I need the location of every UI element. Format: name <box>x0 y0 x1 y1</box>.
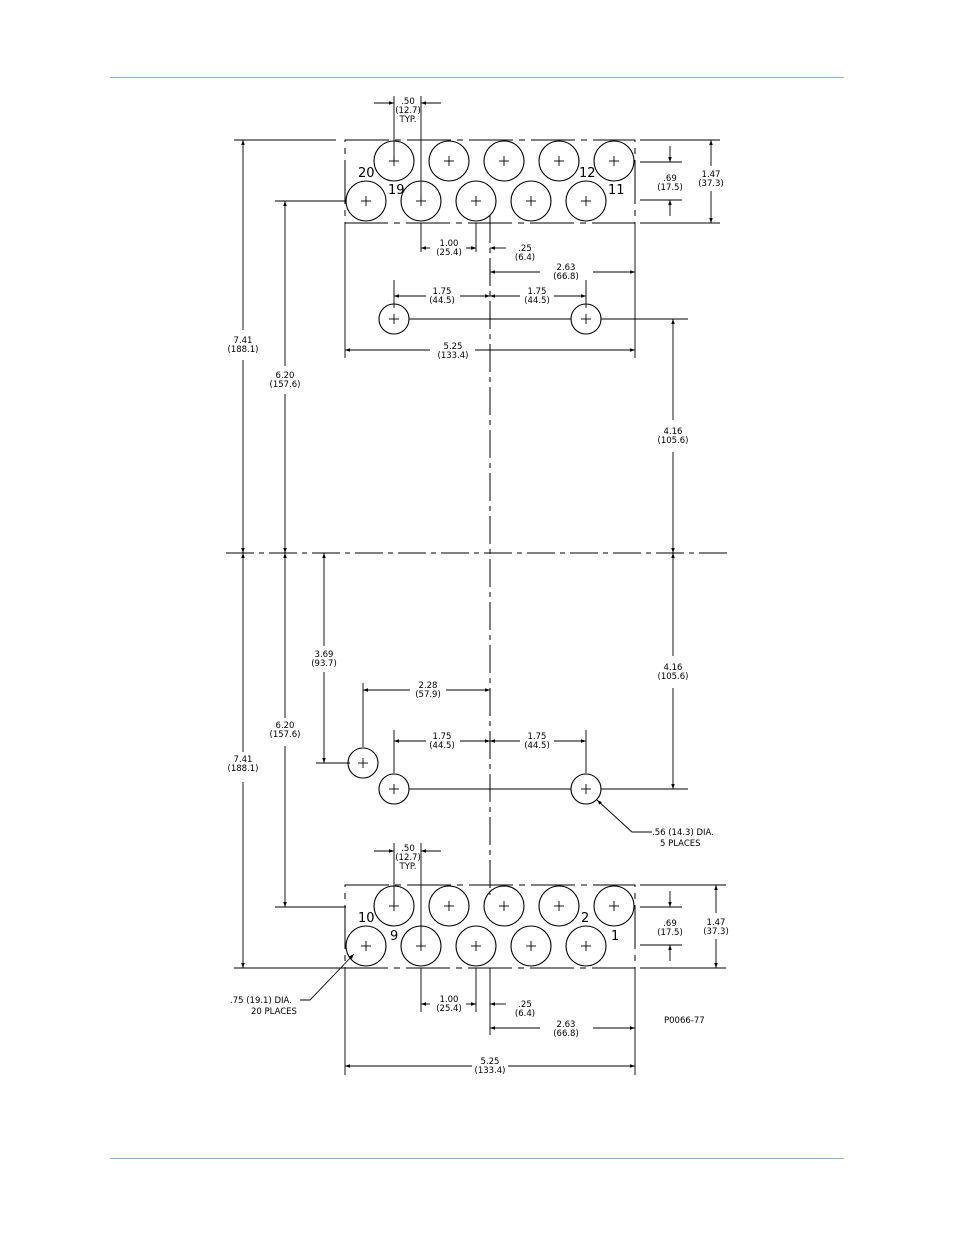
top-terminal-lower-1 <box>345 180 387 222</box>
top-half-width-mm: (66.8) <box>553 272 579 282</box>
total-top-dim: 7.41 <box>234 336 253 346</box>
bottom-mount-holes: 1.75 (44.5) 1.75 (44.5) .56 (14.3) DIA. … <box>347 730 714 849</box>
terminal-label-20: 20 <box>358 166 375 181</box>
terminal-hole-note-line2: 20 PLACES <box>251 1007 297 1017</box>
top-terminal-upper-4 <box>538 140 580 182</box>
bottom-height-mm: (37.3) <box>703 927 729 937</box>
bottom-hole-left-dim: 1.75 <box>433 732 452 742</box>
terminal-label-12: 12 <box>579 166 596 181</box>
terminal-label-9: 9 <box>390 929 398 944</box>
bottom-terminal-block: 10 9 2 1 .50 (12.7) TYP. .69 (17.5) 1.47… <box>230 843 729 1076</box>
terminal-label-19: 19 <box>388 183 405 198</box>
top-row-offset-dim: .69 <box>663 174 677 184</box>
hole-bottom-dim: 4.16 <box>664 663 683 673</box>
bottom-height-dim: 1.47 <box>707 918 726 928</box>
terminal-label-11: 11 <box>608 183 625 198</box>
terminal-label-10: 10 <box>358 911 375 926</box>
top-width-dim: 5.25 <box>444 342 463 352</box>
bottom-terminal-upper-5 <box>593 885 635 927</box>
bottom-mount-hole-left <box>378 773 410 805</box>
hole-top-dim: 4.16 <box>664 427 683 437</box>
bottom-half-width-mm: (66.8) <box>553 1029 579 1039</box>
overall-dimensions: 7.41 (188.1) 6.20 (157.6) 7.41 (188.1) 6… <box>228 139 689 969</box>
row-top-dim: 6.20 <box>276 371 295 381</box>
top-offset-dim: .25 <box>518 244 532 254</box>
bottom-mount-hole-right <box>570 773 602 805</box>
bottom-terminal-lower-5 <box>565 925 607 967</box>
mount-hole-note-line1: .56 (14.3) DIA. <box>652 828 714 838</box>
top-half-width-dim: 2.63 <box>557 263 576 273</box>
bottom-terminal-upper-2 <box>428 885 470 927</box>
row-bottom-dim: 6.20 <box>276 721 295 731</box>
top-mount-hole-left <box>378 303 410 335</box>
total-bottom-mm: (188.1) <box>228 764 259 774</box>
bottom-pitch-mm: (12.7) <box>395 853 421 863</box>
bottom-half-width-dim: 2.63 <box>557 1020 576 1030</box>
aux-hole-x-dim: 2.28 <box>419 681 438 691</box>
header-rule <box>110 77 844 78</box>
mount-hole-note-line2: 5 PLACES <box>660 839 701 849</box>
top-spacing-dim: 1.00 <box>440 239 459 249</box>
bottom-row-offset-dim: .69 <box>663 919 677 929</box>
bottom-width-dim: 5.25 <box>481 1057 500 1067</box>
top-pitch-dim: .50 <box>401 97 415 107</box>
terminal-label-1: 1 <box>611 929 619 944</box>
bottom-hole-right-dim: 1.75 <box>528 732 547 742</box>
bottom-row-offset-mm: (17.5) <box>657 928 683 938</box>
terminal-label-2: 2 <box>581 911 589 926</box>
total-top-mm: (188.1) <box>228 345 259 355</box>
bottom-spacing-dim: 1.00 <box>440 995 459 1005</box>
figure-id: P0066-77 <box>664 1016 705 1026</box>
top-terminal-lower-3 <box>455 180 497 222</box>
bottom-terminal-upper-3 <box>483 885 525 927</box>
top-hole-left-mm: (44.5) <box>429 296 455 306</box>
bottom-terminal-upper-4 <box>538 885 580 927</box>
terminal-hole-note-line1: .75 (19.1) DIA. <box>230 996 292 1006</box>
top-pitch-note: TYP. <box>399 115 417 125</box>
aux-mount-hole <box>347 747 379 779</box>
top-pitch-mm: (12.7) <box>395 106 421 116</box>
bottom-offset-dim: .25 <box>518 1000 532 1010</box>
bottom-pitch-dim: .50 <box>401 844 415 854</box>
bottom-terminal-lower-1 <box>345 925 387 967</box>
footer-rule <box>110 1158 844 1159</box>
hole-top-mm: (105.6) <box>658 436 689 446</box>
top-width-mm: (133.4) <box>438 351 469 361</box>
top-mount-hole-right <box>570 303 602 335</box>
top-block-outline <box>344 139 636 224</box>
bottom-terminal-lower-4 <box>510 925 552 967</box>
aux-hole-mm: (93.7) <box>311 659 337 669</box>
hole-bottom-mm: (105.6) <box>658 672 689 682</box>
bottom-hole-right-mm: (44.5) <box>524 741 550 751</box>
aux-hole-dim: 3.69 <box>315 650 334 660</box>
top-terminal-lower-4 <box>510 180 552 222</box>
top-offset-mm: (6.4) <box>515 253 535 263</box>
bottom-terminal-lower-3 <box>455 925 497 967</box>
bottom-width-mm: (133.4) <box>475 1066 506 1076</box>
aux-hole-x-mm: (57.9) <box>415 690 441 700</box>
bottom-offset-mm: (6.4) <box>515 1009 535 1019</box>
top-terminal-upper-5 <box>593 140 635 182</box>
bottom-hole-left-mm: (44.5) <box>429 741 455 751</box>
top-height-dim: 1.47 <box>702 170 721 180</box>
top-terminal-upper-3 <box>483 140 525 182</box>
top-height-mm: (37.3) <box>698 179 724 189</box>
top-hole-right-dim: 1.75 <box>528 287 547 297</box>
top-row-offset-mm: (17.5) <box>657 183 683 193</box>
top-terminal-upper-2 <box>428 140 470 182</box>
total-bottom-dim: 7.41 <box>234 755 253 765</box>
top-hole-right-mm: (44.5) <box>524 296 550 306</box>
top-spacing-mm: (25.4) <box>436 248 462 258</box>
top-hole-left-dim: 1.75 <box>433 287 452 297</box>
top-terminal-block: 20 19 12 11 .50 (12.7) TYP. .69 (17.5) 1… <box>344 96 724 361</box>
row-bottom-mm: (157.6) <box>270 730 301 740</box>
bottom-pitch-note: TYP. <box>399 862 417 872</box>
top-terminal-lower-5 <box>565 180 607 222</box>
row-top-mm: (157.6) <box>270 380 301 390</box>
bottom-spacing-mm: (25.4) <box>436 1004 462 1014</box>
